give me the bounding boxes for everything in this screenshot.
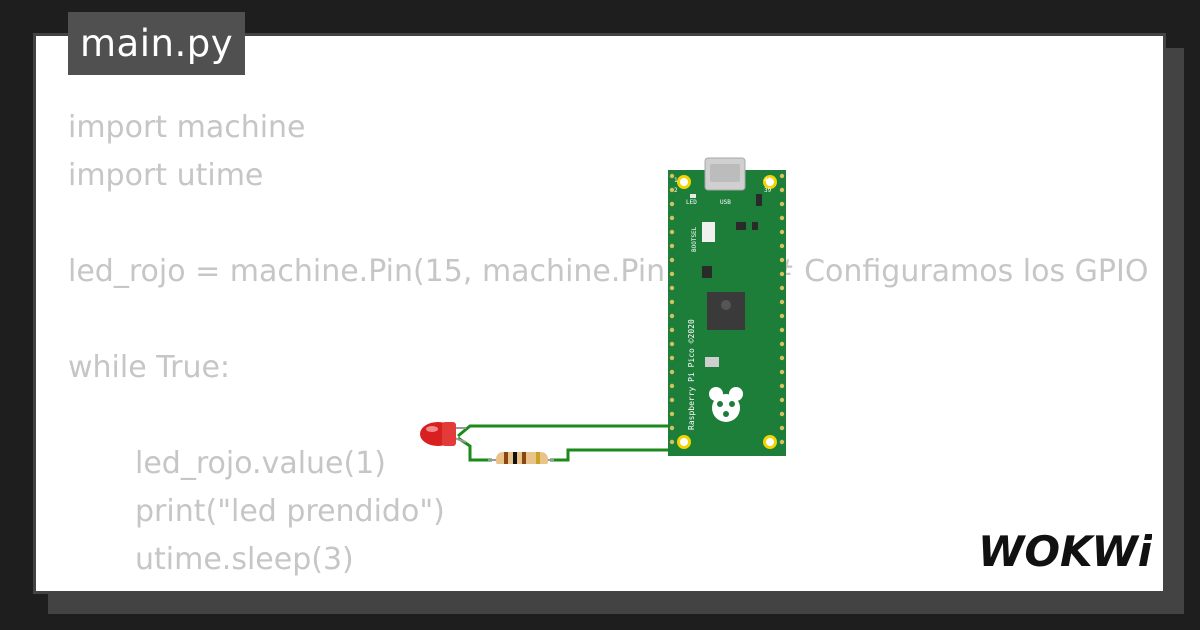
silkscreen-board-name: Raspberry Pi Pico ©2020 <box>687 319 696 430</box>
header-pin <box>669 229 675 235</box>
header-pin <box>779 355 785 361</box>
silkscreen-usb: USB <box>720 199 731 206</box>
preview-card: import machine import utime led_rojo = m… <box>33 33 1166 594</box>
header-pin <box>779 439 785 445</box>
header-pin <box>669 397 675 403</box>
header-pin <box>669 299 675 305</box>
header-pin <box>779 243 785 249</box>
red-led[interactable] <box>420 422 467 446</box>
header-pin <box>779 397 785 403</box>
header-pin <box>779 271 785 277</box>
header-pin <box>669 425 675 431</box>
resistor[interactable] <box>488 452 554 464</box>
header-pin <box>669 271 675 277</box>
header-pin <box>669 257 675 263</box>
header-pin <box>669 215 675 221</box>
header-pin <box>669 439 675 445</box>
header-pin <box>669 313 675 319</box>
header-pin <box>779 341 785 347</box>
code-line: import machine <box>68 110 306 145</box>
silkscreen-led: LED <box>686 199 697 206</box>
code-line: while True: <box>68 350 231 385</box>
header-pin <box>669 341 675 347</box>
code-line: import utime <box>68 158 264 193</box>
file-tab-main-py[interactable]: main.py <box>68 12 246 75</box>
header-pin <box>779 229 785 235</box>
header-pin <box>779 215 785 221</box>
header-pin <box>669 243 675 249</box>
code-line: led_rojo.value(0) <box>68 584 1148 591</box>
header-pin <box>669 187 675 193</box>
raspberry-pi-pico-board[interactable]: /* placeholder */ LED USB 1 2 40 39 BOOT… <box>668 157 786 456</box>
header-pin <box>669 355 675 361</box>
header-pin <box>779 327 785 333</box>
circuit-diagram: /* placeholder */ LED USB 1 2 40 39 BOOT… <box>420 157 786 464</box>
header-pin <box>669 411 675 417</box>
code-line: utime.sleep(3) <box>135 542 354 577</box>
wokwi-logo-text: WOKWi <box>978 527 1152 576</box>
pin-label-40: 40 <box>764 177 772 184</box>
pin-label-2: 2 <box>674 187 678 194</box>
wire-led-to-board <box>457 424 670 438</box>
header-pin <box>779 187 785 193</box>
wokwi-logo: WOKWi <box>978 527 1152 576</box>
code-line: led_rojo.value(1) <box>135 446 387 481</box>
header-pin <box>669 285 675 291</box>
pin-label-1: 1 <box>674 177 678 184</box>
silkscreen-bootsel: BOOTSEL <box>691 226 698 252</box>
header-pin <box>779 285 785 291</box>
header-pin <box>779 299 785 305</box>
header-pin <box>669 383 675 389</box>
header-pin <box>779 173 785 179</box>
header-pin <box>669 173 675 179</box>
header-pin <box>779 411 785 417</box>
pin-label-39: 39 <box>764 187 772 194</box>
header-pin <box>779 369 785 375</box>
header-pin <box>779 313 785 319</box>
header-pin <box>779 201 785 207</box>
header-pin <box>779 383 785 389</box>
code-line: print("led prendido") <box>135 494 445 529</box>
header-pin <box>669 327 675 333</box>
header-pin <box>779 257 785 263</box>
header-pin <box>669 201 675 207</box>
header-pin <box>669 369 675 375</box>
header-pin <box>779 425 785 431</box>
wire-resistor-right <box>550 448 670 462</box>
raspberry-logo-icon <box>709 387 743 422</box>
